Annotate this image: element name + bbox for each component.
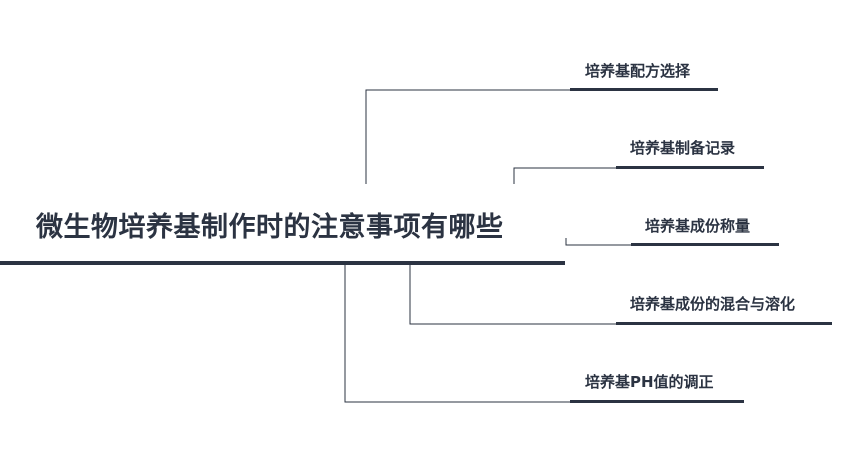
branch-label-component-weighing: 培养基成份称量 [645, 217, 751, 235]
branch-label-formula-selection: 培养基配方选择 [585, 62, 691, 80]
branch-connector-1 [365, 89, 570, 184]
branch-connector-4 [409, 265, 616, 325]
branch-label-ph-adjustment: 培养基PH值的调正 [585, 373, 714, 391]
branch-connector-5 [344, 265, 570, 403]
branch-connector-3 [565, 238, 631, 246]
branch-label-preparation-record: 培养基制备记录 [630, 139, 736, 157]
root-topic-title: 微生物培养基制作时的注意事项有哪些 [36, 212, 504, 243]
branch-connector-2 [513, 167, 616, 184]
branch-label-mixing-dissolving: 培养基成份的混合与溶化 [630, 295, 796, 313]
